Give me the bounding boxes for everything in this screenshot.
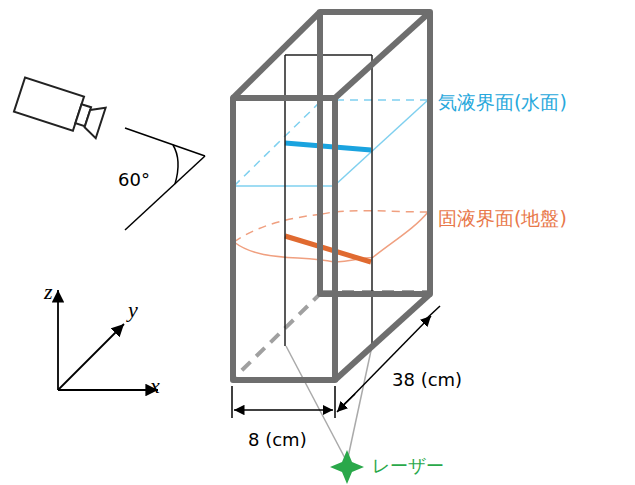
dimension-lines <box>232 306 440 418</box>
laser-source <box>330 450 364 484</box>
axes <box>58 290 158 390</box>
ground-line <box>285 236 371 262</box>
axis-label: y <box>128 298 138 322</box>
axis-label: x <box>150 374 160 398</box>
angle-label: 60° <box>118 170 150 190</box>
camera-icon <box>14 77 107 138</box>
water-line <box>285 143 371 150</box>
dimension-label: 38 (cm) <box>392 370 462 390</box>
water-surface <box>234 100 428 186</box>
surface-label: 気液界面(水面) <box>438 92 567 113</box>
surface-label: 固液界面(地盤) <box>438 208 567 229</box>
axis-label: z <box>44 280 53 304</box>
dimension-label: 8 (cm) <box>248 430 307 450</box>
ground-surface <box>234 211 428 262</box>
tank-outline <box>233 12 430 380</box>
laser-label: レーザー <box>372 456 444 476</box>
